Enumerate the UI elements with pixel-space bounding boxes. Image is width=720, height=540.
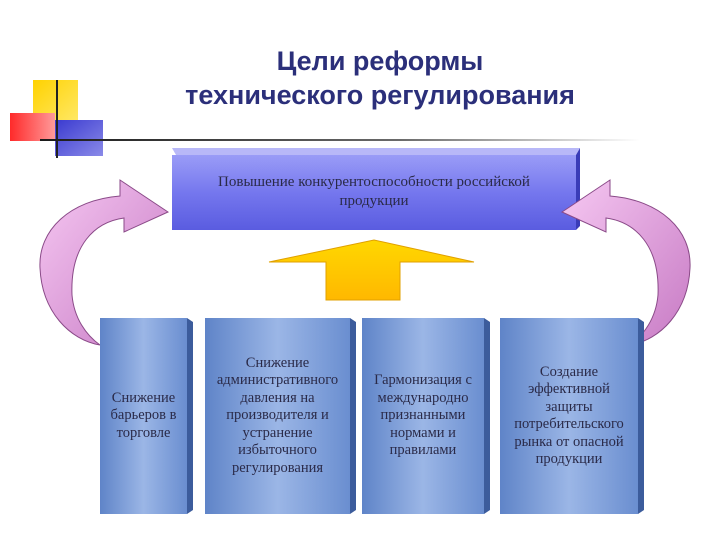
sub-box-4 xyxy=(500,318,644,514)
corner-decoration xyxy=(10,80,103,158)
goal-text: Повышение конкурентоспособности российск… xyxy=(182,160,566,224)
sub-box-2-label: Снижение административного давления на п… xyxy=(216,354,339,476)
sub-box-3-label: Гармонизация с международно признанными … xyxy=(374,372,472,459)
sub-box-1-label: Снижение барьеров в торговле xyxy=(110,389,177,441)
sub-box-4-label: Создание эффективной защиты потребительс… xyxy=(514,363,624,468)
title-line-1: Цели реформы xyxy=(276,46,484,76)
sub-box-4-text: Создание эффективной защиты потребительс… xyxy=(505,322,633,510)
sub-box-2 xyxy=(205,318,356,514)
sub-box-3 xyxy=(362,318,490,514)
goal-label: Повышение конкурентоспособности российск… xyxy=(218,174,530,209)
title-line-2: технического регулирования xyxy=(185,80,575,110)
sub-box-3-text: Гармонизация с международно признанными … xyxy=(366,322,480,510)
sub-box-1-text: Снижение барьеров в торговле xyxy=(102,322,185,510)
up-arrow xyxy=(268,239,475,301)
page-title: Цели реформы технического регулирования xyxy=(150,44,610,112)
goal-box xyxy=(172,148,580,230)
sub-box-1 xyxy=(100,318,193,514)
title-underline xyxy=(40,139,640,141)
right-curved-arrow xyxy=(560,179,691,346)
sub-box-2-text: Снижение административного давления на п… xyxy=(210,322,345,510)
left-curved-arrow xyxy=(39,179,170,346)
